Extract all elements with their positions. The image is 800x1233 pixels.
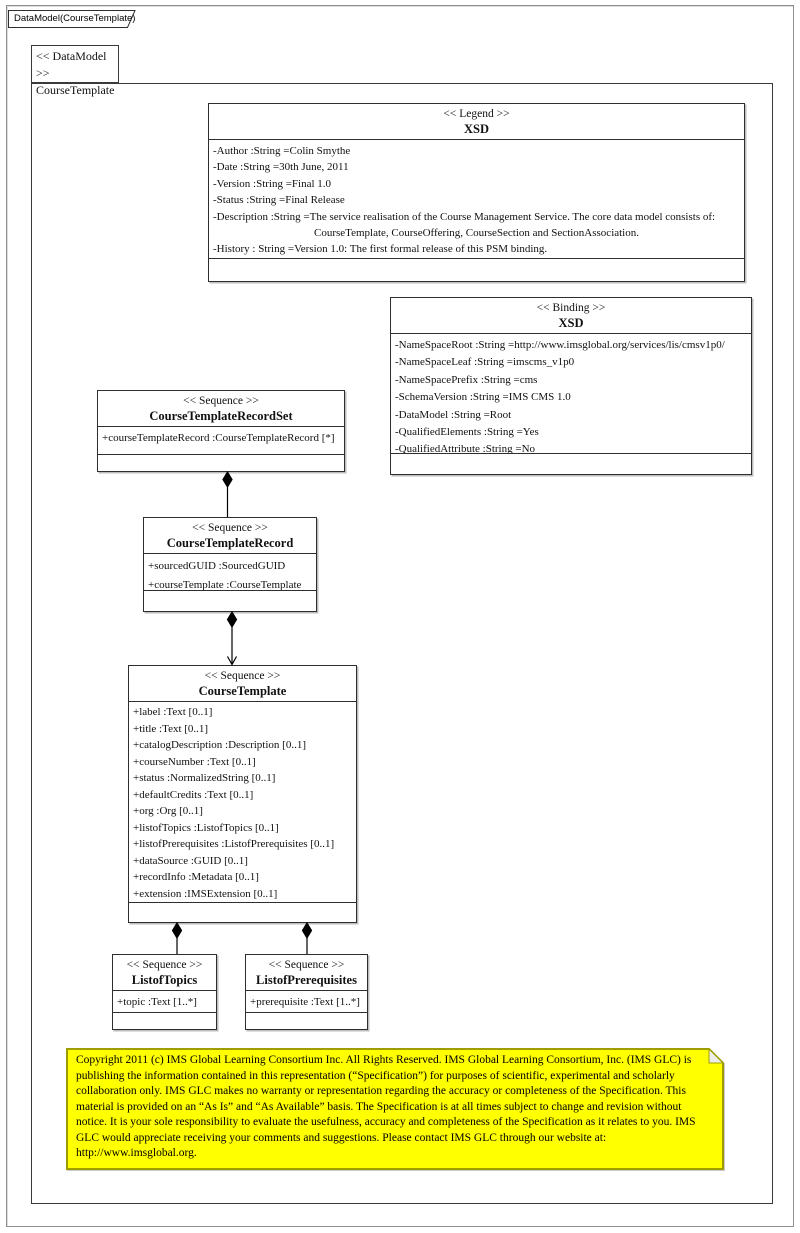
class-box-binding: << Binding >> XSD -NameSpaceRoot :String… [390, 297, 752, 475]
class-name: ListofTopics [131, 973, 198, 987]
stereotype-label: << Sequence >> [204, 670, 281, 682]
attribute-row: +listofTopics :ListofTopics [0..1] [133, 821, 279, 834]
note-body [66, 1048, 724, 1170]
attribute-row: +recordInfo :Metadata [0..1] [133, 871, 259, 883]
stereotype-label: << Sequence >> [126, 959, 203, 971]
class-box-legend: << Legend >> XSD -Author :String =Colin … [208, 103, 745, 282]
stereotype-label: << Sequence >> [183, 395, 259, 407]
attributes-compartment: -NameSpaceRoot :String =http://www.imsgl… [391, 334, 751, 454]
attribute-row: +courseTemplateRecord :CourseTemplateRec… [102, 432, 335, 444]
class-box-coursetemplaterecordset: << Sequence >> CourseTemplateRecordSet +… [97, 390, 345, 472]
attributes-compartment: -Author :String =Colin Smythe -Date :Stri… [209, 140, 744, 259]
attribute-row: -QualifiedElements :String =Yes [395, 426, 539, 439]
attribute-row: +title :Text [0..1] [133, 722, 209, 735]
attributes-compartment: +courseTemplateRecord :CourseTemplateRec… [98, 427, 344, 455]
attribute-row: +sourcedGUID :SourcedGUID [148, 560, 286, 572]
copyright-note-shape [66, 1048, 724, 1170]
class-title: << Legend >> XSD [209, 104, 744, 140]
diagram-tab-title: DataModel(CourseTemplate) [14, 13, 136, 24]
page-border [6, 5, 794, 1227]
class-name: CourseTemplateRecordSet [149, 409, 293, 423]
attribute-row: +status :NormalizedString [0..1] [133, 772, 276, 784]
class-title: << Sequence >> CourseTemplateRecord [144, 518, 316, 554]
attribute-row: +org :Org [0..1] [133, 805, 203, 817]
attributes-compartment: +label :Text [0..1] +title :Text [0..1] +c… [129, 702, 356, 903]
attribute-row: -Status :String =Final Release [213, 194, 345, 207]
frame-name: CourseTemplate [36, 83, 115, 97]
class-name: XSD [558, 316, 584, 330]
attribute-row: +topic :Text [1..*] [117, 996, 197, 1008]
attribute-row: -NameSpaceLeaf :String =imscms_v1p0 [395, 356, 575, 369]
attribute-row: -History : String =Version 1.0: The firs… [213, 243, 548, 256]
attribute-row: -SchemaVersion :String =IMS CMS 1.0 [395, 391, 571, 404]
class-title: << Sequence >> ListofTopics [113, 955, 216, 991]
attribute-row: -NameSpaceRoot :String =http://www.imsgl… [395, 339, 725, 351]
frame-heading: << DataModel >> CourseTemplate [31, 45, 119, 97]
class-title: << Binding >> XSD [391, 298, 751, 334]
operations-compartment-empty [98, 455, 344, 471]
attribute-row: +courseTemplate :CourseTemplate [148, 579, 302, 591]
attribute-row: -Date :String =30th June, 2011 [213, 161, 349, 174]
class-box-coursetemplate: << Sequence >> CourseTemplate +label :Te… [128, 665, 357, 923]
class-title: << Sequence >> ListofPrerequisites [246, 955, 367, 991]
operations-compartment-empty [144, 591, 316, 611]
attributes-compartment: +sourcedGUID :SourcedGUID +courseTemplate… [144, 554, 316, 591]
stereotype-label: << Binding >> [536, 302, 606, 314]
attribute-row: +listofPrerequisites :ListofPrerequisite… [133, 838, 335, 850]
class-box-listofprerequisites: << Sequence >> ListofPrerequisites +prer… [245, 954, 368, 1030]
attribute-row: -Author :String =Colin Smythe [213, 145, 351, 157]
stereotype-label: << Sequence >> [192, 522, 268, 534]
attribute-row: -QualifiedAttribute :String =No [395, 443, 536, 454]
operations-compartment-empty [113, 1013, 216, 1029]
operations-compartment-empty [129, 903, 356, 922]
attribute-row: -DataModel :String =Root [395, 408, 512, 421]
class-box-coursetemplaterecord: << Sequence >> CourseTemplateRecord +sou… [143, 517, 317, 612]
class-name: CourseTemplate [198, 684, 287, 698]
operations-compartment-empty [246, 1013, 367, 1029]
class-name: ListofPrerequisites [256, 973, 357, 987]
class-name: XSD [463, 122, 489, 136]
note-fold-corner [708, 1048, 724, 1064]
stereotype-label: << Sequence >> [268, 959, 345, 971]
stereotype-label: << Legend >> [443, 108, 510, 120]
uml-frame [31, 83, 773, 1204]
attribute-row: +label :Text [0..1] [133, 706, 213, 718]
class-title: << Sequence >> CourseTemplate [129, 666, 356, 702]
attribute-row: -NameSpacePrefix :String =cms [395, 373, 538, 386]
attribute-row: +catalogDescription :Description [0..1] [133, 739, 306, 751]
operations-compartment-empty [391, 454, 751, 474]
attribute-row: +extension :IMSExtension [0..1] [133, 887, 278, 900]
tab-shape [8, 10, 136, 28]
operations-compartment-empty [209, 259, 744, 281]
frame-stereotype: << DataModel >> [36, 49, 107, 80]
copyright-note-text: Copyright 2011 (c) IMS Global Learning C… [76, 1054, 696, 1159]
attributes-compartment: +topic :Text [1..*] [113, 991, 216, 1013]
attribute-row: +courseNumber :Text [0..1] [133, 755, 256, 768]
attribute-row: -Version :String =Final 1.0 [213, 177, 332, 190]
attribute-row: +dataSource :GUID [0..1] [133, 854, 248, 867]
attribute-row: +prerequisite :Text [1..*] [250, 996, 360, 1008]
attributes-compartment: +prerequisite :Text [1..*] [246, 991, 367, 1013]
attribute-row: -Description :String =The service realis… [213, 210, 716, 240]
class-name: CourseTemplateRecord [166, 536, 294, 550]
attribute-row: +defaultCredits :Text [0..1] [133, 788, 254, 801]
class-title: << Sequence >> CourseTemplateRecordSet [98, 391, 344, 427]
class-box-listoftopics: << Sequence >> ListofTopics +topic :Text… [112, 954, 217, 1030]
